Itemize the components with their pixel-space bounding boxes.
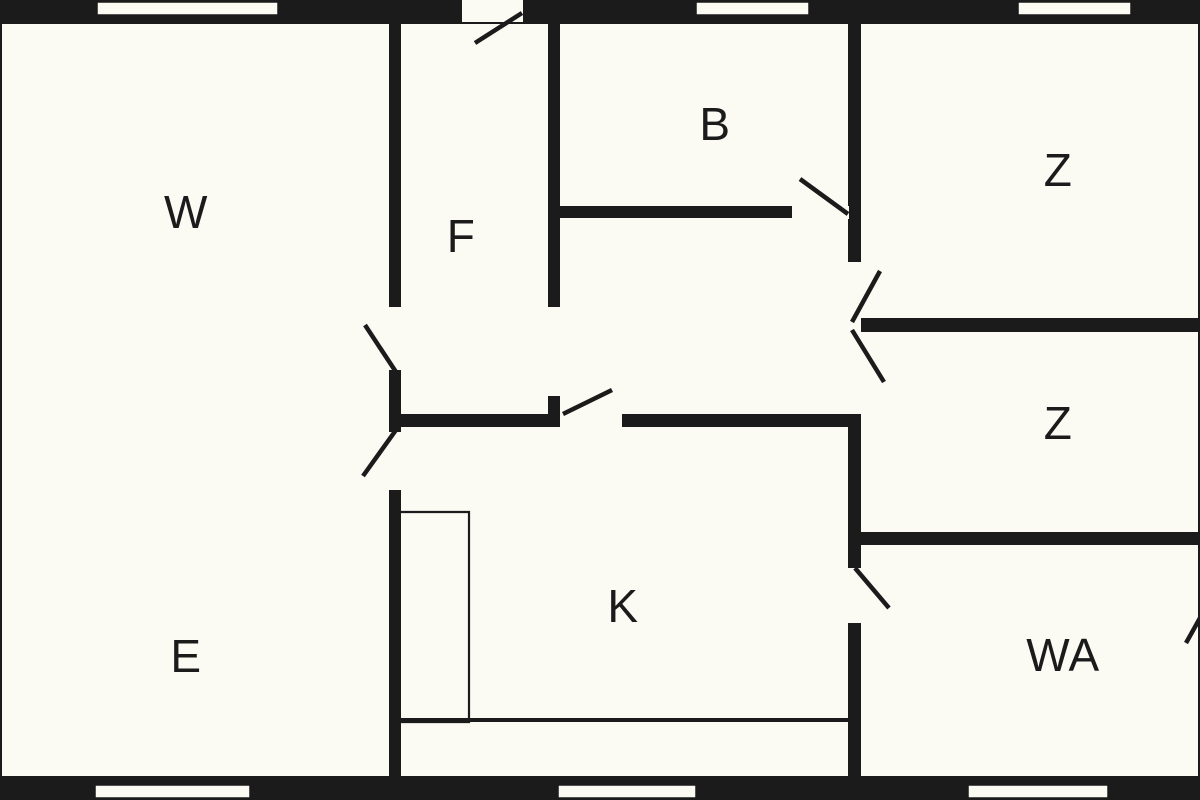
door-opening-b-z[interactable] bbox=[792, 206, 849, 219]
door-opening-k-wa[interactable] bbox=[848, 568, 861, 623]
door-swing-hall-z-upper bbox=[850, 269, 882, 324]
room-label-e: E bbox=[170, 630, 202, 682]
window-bottom-3 bbox=[967, 784, 1109, 799]
door-swing-b-z bbox=[798, 177, 850, 216]
window-bottom-2 bbox=[557, 784, 697, 799]
wall-main-vert-c bbox=[848, 622, 861, 778]
wall-main-vert-b bbox=[848, 414, 861, 569]
windows-group bbox=[94, 1, 1132, 799]
wall-main-vert-a bbox=[848, 22, 861, 262]
door-swing-hall-z-lower bbox=[850, 328, 886, 384]
kitchen-counter-bottom bbox=[401, 718, 852, 722]
fixtures-group bbox=[401, 510, 852, 724]
window-top-2 bbox=[695, 1, 810, 16]
exterior-wall-left bbox=[0, 0, 2, 800]
exterior-wall-right bbox=[1198, 0, 1200, 800]
room-label-z-upper: Z bbox=[1043, 144, 1073, 196]
door-swings-group bbox=[361, 11, 1200, 645]
room-label-z-lower: Z bbox=[1043, 397, 1073, 449]
room-label-f: F bbox=[446, 210, 476, 262]
door-swing-hall-mid bbox=[562, 387, 613, 417]
wall-hall-bottom bbox=[396, 414, 560, 427]
door-swing-hall-left-dn bbox=[361, 428, 398, 478]
room-label-w: W bbox=[164, 186, 208, 238]
room-label-b: B bbox=[699, 98, 731, 150]
door-swing-hall-left-up bbox=[363, 323, 398, 374]
wall-z-divider bbox=[848, 318, 1200, 332]
wall-b-bottom bbox=[560, 206, 792, 218]
wall-hall-stub-mid bbox=[548, 396, 560, 416]
wall-hall-bottom-2 bbox=[622, 414, 854, 427]
window-top-1 bbox=[96, 1, 279, 16]
wall-f-b bbox=[548, 22, 560, 307]
wall-e-k bbox=[389, 490, 401, 778]
wall-z-wa-divider bbox=[848, 532, 1200, 545]
wall-w-f-upper bbox=[389, 22, 401, 307]
room-label-wa: WA bbox=[1026, 629, 1100, 681]
door-opening-hall-mid[interactable] bbox=[560, 414, 622, 427]
window-bottom-1 bbox=[94, 784, 251, 799]
door-swing-wa-right bbox=[1184, 616, 1200, 645]
door-opening-entry[interactable] bbox=[462, 0, 523, 22]
room-label-k: K bbox=[607, 580, 639, 632]
interior-walls-group bbox=[389, 22, 1200, 778]
door-swing-k-wa bbox=[853, 566, 891, 610]
window-top-3 bbox=[1017, 1, 1132, 16]
door-swing-entry bbox=[473, 11, 524, 45]
